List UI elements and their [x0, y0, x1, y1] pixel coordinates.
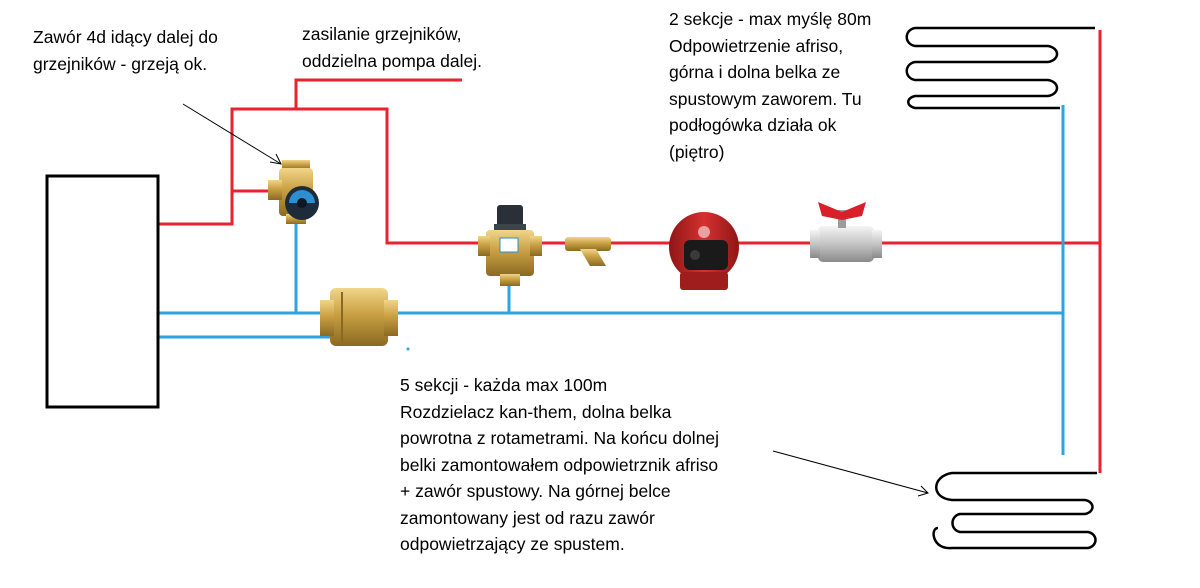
annotation-line: odpowietrzający ze spustem.: [400, 534, 625, 554]
supply-pipe-main-run: [296, 107, 481, 245]
return-pipe-dot: [406, 347, 410, 351]
annotation-line: powrotna z rotametrami. Na końcu dolnej: [400, 428, 720, 448]
annotation-line: zamontowany jest od razu zawór: [400, 507, 655, 528]
upper-floor-loop: [905, 26, 1095, 110]
arrow-to-4d-valve: [182, 103, 282, 165]
annotation-line: grzejników - grzeją ok.: [33, 53, 208, 74]
annotation-line: Odpowietrzenie afriso,: [669, 35, 844, 56]
y-strainer-icon: [565, 237, 611, 266]
annotation-line: belki zamontowałem odpowietrznik afriso: [400, 454, 719, 475]
arrow-to-lower-loop: [772, 450, 929, 494]
lower-floor-loop: [932, 471, 1097, 550]
annotation-radiator-supply: zasilanie grzejników, oddzielna pompa dal…: [302, 21, 482, 74]
arrow-to-4d-valve-head: [269, 153, 282, 165]
four-way-mixing-valve-icon: [268, 160, 319, 224]
floor-heating-loop-icon: [905, 26, 1097, 550]
annotation-line: zasilanie grzejników,: [302, 24, 462, 44]
supply-pipe-boiler-riser: [158, 78, 462, 226]
annotation-line: górna i dolna belka ze: [669, 62, 841, 82]
annotation-line: Zawór 4d idący dalej do: [33, 27, 218, 47]
annotation-line: Rozdzielacz kan-them, dolna belka: [400, 401, 672, 422]
annotation-line: oddzielna pompa dalej.: [302, 50, 482, 71]
return-pipes: [158, 105, 1065, 455]
annotation-line: + zawór spustowy. Na górnej belce: [400, 481, 671, 501]
annotation-line: spustowym zaworem. Tu: [669, 88, 862, 109]
annotation-line: 5 sekcji - każda max 100m: [400, 375, 608, 395]
annotation-line: 2 sekcje - max myślę 80m: [669, 9, 872, 29]
annotation-arrows: [182, 103, 929, 497]
annotation-line: (piętro): [669, 141, 725, 162]
ball-valve-icon: [810, 202, 882, 262]
boiler-box-icon: [45, 174, 160, 409]
arrow-to-lower-loop-head: [917, 485, 929, 497]
circulation-pump-icon: [669, 212, 739, 290]
annotation-valve-4d: Zawór 4d idący dalej do grzejników - grze…: [33, 24, 218, 77]
thermostatic-mixing-valve-icon: [478, 205, 542, 286]
annotation-line: podłogówka działa ok: [669, 115, 837, 135]
check-valve-icon: [320, 288, 398, 346]
